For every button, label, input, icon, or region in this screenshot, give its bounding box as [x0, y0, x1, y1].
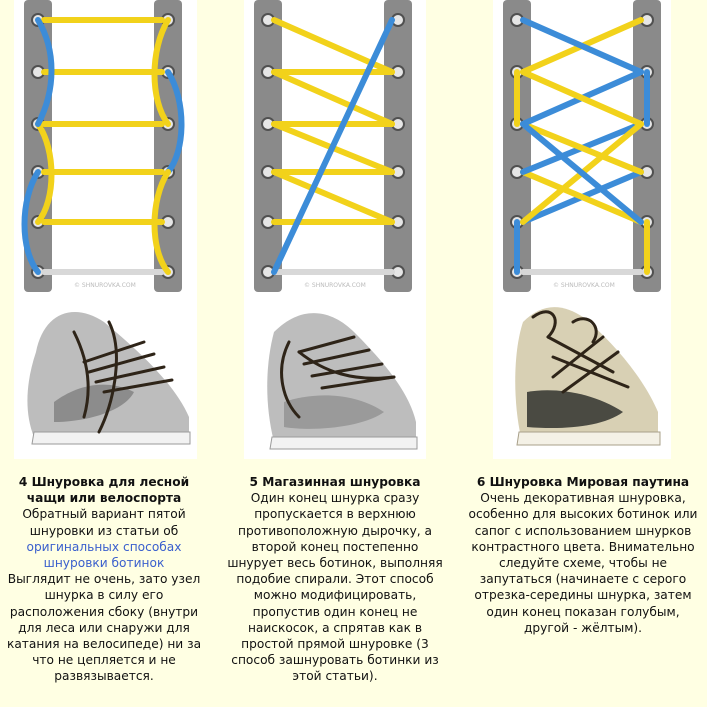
- caption-4-intro: Обратный вариант пятой шнуровки из стать…: [22, 507, 186, 538]
- lacing-column-6: © SHNUROVKA.COM: [493, 0, 671, 459]
- lacing-column-4: © SHNUROVKA.COM: [14, 0, 197, 459]
- svg-text:© SHNUROVKA.COM: © SHNUROVKA.COM: [553, 282, 615, 289]
- caption-5: 5 Магазинная шнуровка Один конец шнурка …: [225, 474, 445, 685]
- svg-text:© SHNUROVKA.COM: © SHNUROVKA.COM: [74, 282, 136, 289]
- svg-text:© SHNUROVKA.COM: © SHNUROVKA.COM: [304, 282, 366, 289]
- beige-sneaker-photo-icon: [493, 292, 671, 459]
- lacing-diagram-web-icon: © SHNUROVKA.COM: [493, 0, 671, 292]
- original-lacing-link[interactable]: оригинальных способах шнуровки ботинок: [26, 539, 182, 571]
- lacing-diagram-straight-icon: © SHNUROVKA.COM: [14, 0, 197, 292]
- caption-6-title: 6 Шнуровка Мировая паутина: [476, 475, 690, 489]
- caption-5-body: Один конец шнурка сразу пропускается в в…: [227, 491, 443, 684]
- lacing-diagram-store-icon: © SHNUROVKA.COM: [244, 0, 426, 292]
- caption-6-body: Очень декоративная шнуровка, особенно дл…: [468, 491, 698, 635]
- caption-4: 4 Шнуровка для лесной чащи или велоспорт…: [4, 474, 204, 685]
- gray-sneaker-photo-icon: [244, 292, 426, 459]
- caption-5-title: 5 Магазинная шнуровка: [249, 475, 421, 489]
- caption-6: 6 Шнуровка Мировая паутина Очень декорат…: [463, 474, 703, 636]
- caption-4-body: Выглядит не очень, зато узел шнурка в си…: [6, 572, 202, 684]
- lacing-column-5: © SHNUROVKA.COM: [244, 0, 426, 459]
- gray-sneaker-photo-icon: [14, 292, 197, 459]
- caption-4-title: 4 Шнуровка для лесной чащи или велоспорт…: [18, 475, 190, 506]
